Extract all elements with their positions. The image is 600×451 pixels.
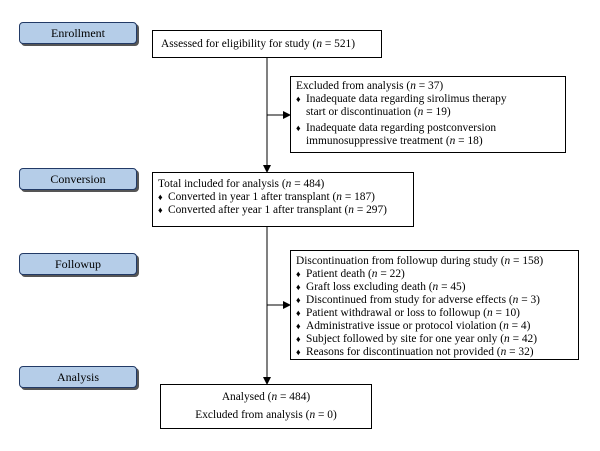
discontinuation-item: ♦ Administrative issue or protocol violat…: [296, 320, 578, 333]
included-header: Total included for analysis (n = 484): [158, 178, 413, 191]
included-item: ♦ Converted in year 1 after transplant (…: [158, 191, 413, 204]
discontinuation-item-count: = 32): [506, 346, 534, 358]
n-symbol: n: [316, 38, 323, 50]
stage-conversion: Conversion: [19, 168, 137, 190]
discontinuation-item-text: Subject followed by site for one year on…: [306, 333, 505, 345]
n-symbol: n: [504, 333, 510, 345]
stage-followup: Followup: [19, 253, 137, 275]
discontinuation-header-count: = 158): [510, 255, 544, 267]
discontinuation-header-text: Discontinuation from followup during stu…: [296, 255, 505, 267]
discontinuation-item-count: = 3): [518, 294, 540, 306]
excluded-header-text: Excluded from analysis (: [296, 80, 411, 92]
n-symbol: n: [285, 178, 292, 190]
excluded-item-count: = 19): [423, 106, 451, 118]
excluded-item-text: start or discontinuation (: [306, 106, 418, 118]
discontinuation-header: Discontinuation from followup during stu…: [296, 255, 578, 268]
assessed-text: Assessed for eligibility for study (: [161, 38, 317, 50]
stage-enrollment-label: Enrollment: [51, 25, 105, 40]
included-header-text: Total included for analysis (: [158, 178, 286, 190]
bullet-icon: ♦: [296, 282, 301, 292]
bullet-icon: ♦: [296, 295, 301, 305]
excluded-item-line: Inadequate data regarding sirolimus ther…: [306, 93, 507, 105]
n-symbol: n: [432, 281, 439, 293]
analysed-line: Analysed (n = 484): [161, 391, 371, 404]
discontinuation-item-text: Patient withdrawal or loss to followup (: [306, 307, 487, 319]
included-header-count: = 484): [291, 178, 325, 190]
assessed-count: = 521): [322, 38, 356, 50]
stage-analysis: Analysis: [19, 366, 137, 388]
included-item: ♦ Converted after year 1 after transplan…: [158, 204, 413, 217]
included-box: Total included for analysis (n = 484) ♦ …: [152, 172, 414, 227]
excluded-item: ♦ Inadequate data regarding sirolimus th…: [296, 93, 565, 119]
excluded-item-text: immunosuppressive treatment (: [306, 135, 450, 147]
discontinuation-item: ♦ Subject followed by site for one year …: [296, 333, 578, 346]
n-symbol: n: [512, 294, 519, 306]
stage-followup-label: Followup: [54, 256, 101, 271]
included-item-text: Converted in year 1 after transplant (: [168, 191, 337, 203]
discontinuation-item-count: = 45): [438, 281, 466, 293]
n-symbol: n: [410, 80, 416, 92]
bullet-icon: ♦: [296, 94, 301, 104]
analysed-excluded-count: = 0): [315, 409, 337, 421]
discontinuation-item-count: = 4): [508, 320, 531, 332]
bullet-icon: ♦: [158, 205, 163, 215]
excluded-item-line: Inadequate data regarding postconversion: [306, 122, 497, 134]
discontinuation-item-text: Discontinued from study for adverse effe…: [306, 294, 513, 306]
discontinuation-box: Discontinuation from followup during stu…: [290, 250, 579, 360]
analysed-count: = 484): [277, 391, 311, 403]
included-item-count: = 297): [353, 204, 387, 216]
bullet-icon: ♦: [296, 308, 301, 318]
n-symbol: n: [449, 135, 456, 147]
excluded-item-count: = 18): [455, 135, 483, 147]
discontinuation-item-text: Administrative issue or protocol violati…: [306, 320, 504, 332]
n-symbol: n: [309, 409, 316, 421]
bullet-icon: ♦: [296, 321, 301, 331]
bullet-icon: ♦: [296, 347, 301, 357]
stage-conversion-label: Conversion: [50, 171, 106, 186]
bullet-icon: ♦: [296, 123, 301, 133]
discontinuation-item-count: = 22): [377, 268, 405, 280]
discontinuation-item-text: Graft loss excluding death (: [306, 281, 433, 293]
n-symbol: n: [371, 268, 378, 280]
analysed-excluded-line: Excluded from analysis (n = 0): [161, 409, 371, 422]
n-symbol: n: [348, 204, 354, 216]
discontinuation-item: ♦ Reasons for discontinuation not provide…: [296, 346, 578, 359]
discontinuation-item: ♦ Graft loss excluding death (n = 45): [296, 281, 578, 294]
discontinuation-item: ♦ Patient death (n = 22): [296, 268, 578, 281]
bullet-icon: ♦: [296, 334, 301, 344]
n-symbol: n: [500, 346, 507, 358]
n-symbol: n: [336, 191, 342, 203]
excluded-header-count: = 37): [415, 80, 444, 92]
assessed-box: Assessed for eligibility for study (n = …: [152, 30, 382, 58]
discontinuation-item-text: Patient death (: [306, 268, 372, 280]
analysed-excluded-text: Excluded from analysis (: [195, 409, 310, 421]
n-symbol: n: [503, 320, 509, 332]
bullet-icon: ♦: [296, 269, 301, 279]
excluded-header: Excluded from analysis (n = 37): [296, 80, 565, 93]
analysed-box: Analysed (n = 484) Excluded from analysi…: [160, 384, 372, 429]
included-item-count: = 187): [341, 191, 375, 203]
bullet-icon: ♦: [158, 192, 163, 202]
excluded-item: ♦ Inadequate data regarding postconversi…: [296, 122, 565, 148]
discontinuation-item: ♦ Patient withdrawal or loss to followup …: [296, 307, 578, 320]
n-symbol: n: [504, 255, 511, 267]
discontinuation-item: ♦ Discontinued from study for adverse eff…: [296, 294, 578, 307]
n-symbol: n: [486, 307, 493, 319]
included-item-text: Converted after year 1 after transplant …: [168, 204, 349, 216]
excluded-box: Excluded from analysis (n = 37) ♦ Inadeq…: [290, 76, 566, 153]
n-symbol: n: [271, 391, 278, 403]
stage-enrollment: Enrollment: [19, 22, 137, 44]
discontinuation-item-count: = 42): [509, 333, 538, 345]
discontinuation-item-text: Reasons for discontinuation not provided…: [306, 346, 501, 358]
discontinuation-item-count: = 10): [492, 307, 520, 319]
analysed-text: Analysed (: [221, 391, 272, 403]
n-symbol: n: [417, 106, 424, 118]
stage-analysis-label: Analysis: [57, 369, 99, 384]
